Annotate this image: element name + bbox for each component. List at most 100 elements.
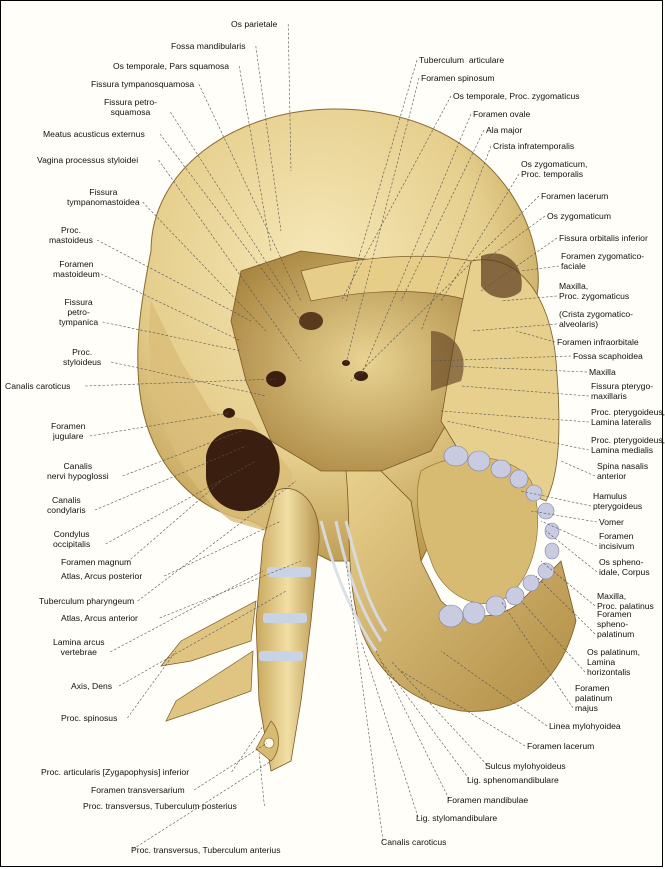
leader-foramen-magnum xyxy=(127,480,222,563)
jugular-opening xyxy=(223,408,235,418)
leader-atlas-arcus-anterior xyxy=(159,560,302,619)
leader-canalis-nervi-hypoglossi xyxy=(122,430,242,477)
leader-condylus-occipitalis xyxy=(105,460,257,545)
leader-spina-nasalis-anterior xyxy=(560,460,596,477)
leader-foramen-spinosum xyxy=(345,77,420,364)
label-condylus-occipitalis: Condylus occipitalis xyxy=(53,529,91,549)
leader-linea-mylohyoidea xyxy=(440,650,548,727)
leader-foramen-jugulare xyxy=(89,412,230,437)
cervical-spine xyxy=(255,488,320,772)
label-foramen-ovale: Foramen ovale xyxy=(473,109,531,119)
leader-crista-infratemporalis xyxy=(420,145,492,332)
label-spina-nasalis-anterior: Spina nasalis anterior xyxy=(597,461,649,481)
label-maxilla-proc-zygomaticus: Maxilla, Proc. zygomaticus xyxy=(559,281,630,301)
leader-foramen-mandibulae xyxy=(375,650,450,800)
leader-fissura-petrosquamosa xyxy=(170,111,292,302)
leader-lines xyxy=(85,23,598,850)
leader-os-parietale xyxy=(287,23,292,172)
label-vagina-processus-styloidei: Vagina processus styloidei xyxy=(37,155,139,165)
label-maxilla: Maxilla xyxy=(589,367,616,377)
leader-foramen-incisivum xyxy=(540,520,598,547)
leader-proc-pterygoideus-lamina-lateralis xyxy=(440,410,590,423)
leader-crista-zygomaticoalveolaris xyxy=(470,323,558,332)
label-fissura-tympanosquamosa: Fissura tympanosquamosa xyxy=(91,79,195,89)
label-meatus-acusticus-externus: Meatus acusticus externus xyxy=(43,129,145,139)
leader-tuberculum-pharyngeum xyxy=(137,480,297,602)
label-ala-major: Ala major xyxy=(486,125,523,135)
leader-fossa-mandibularis xyxy=(255,45,282,232)
leader-foramen-mastoideum xyxy=(100,273,242,342)
label-foramen-palatinum-majus: Foramen palatinum majus xyxy=(575,683,613,713)
label-axis-dens: Axis, Dens xyxy=(71,681,113,691)
label-linea-mylohyoidea: Linea mylohyoidea xyxy=(549,721,621,731)
intervertebral-discs xyxy=(259,567,311,661)
label-maxilla-proc-palatinus: Maxilla, Proc. palatinus xyxy=(597,591,654,611)
label-crista-infratemporalis: Crista infratemporalis xyxy=(493,141,575,151)
leader-foramen-lacerum-bottom xyxy=(400,670,526,747)
label-foramen-magnum: Foramen magnum xyxy=(61,557,132,567)
label-foramen-incisivum: Foramen incisivum xyxy=(599,531,635,551)
label-proc-pterygoideus-lamina-medialis: Proc. pterygoideus, Lamina medialis xyxy=(591,435,665,455)
label-proc-mastoideus: Proc. mastoideus xyxy=(49,225,93,245)
label-canalis-caroticus-left: Canalis caroticus xyxy=(5,381,71,391)
leader-os-zygomaticum xyxy=(480,215,546,264)
label-proc-styloideus: Proc. styloideus xyxy=(63,347,102,367)
upper-teeth xyxy=(443,445,560,580)
label-os-zygomaticum: Os zygomaticum xyxy=(547,211,611,221)
leader-hamulus-pterygoideus xyxy=(520,490,592,507)
label-fissura-pterygomaxillaris: Fissura pterygo- maxillaris xyxy=(591,381,654,401)
lower-teeth xyxy=(438,574,540,628)
label-fossa-scaphoidea: Fossa scaphoidea xyxy=(573,351,643,361)
label-vomer: Vomer xyxy=(599,517,624,527)
leader-canalis-caroticus-left xyxy=(85,378,277,387)
label-crista-zygomaticoalveolaris: (Crista zygomatico- alveolaris) xyxy=(559,309,634,329)
leader-fossa-scaphoidea xyxy=(430,355,572,362)
label-foramen-infraorbitale: Foramen infraorbitale xyxy=(557,337,639,347)
label-foramen-lacerum-bottom: Foramen lacerum xyxy=(527,741,595,751)
leader-proc-styloideus xyxy=(110,361,267,397)
label-proc-pterygoideus-lamina-lateralis: Proc. pterygoideus, Lamina lateralis xyxy=(591,407,665,427)
label-fissura-orbitalis-inferior: Fissura orbitalis inferior xyxy=(559,233,648,243)
label-lamina-arcus-vertebrae: Lamina arcus vertebrae xyxy=(53,637,105,657)
label-os-temporale-pars-squamosa: Os temporale, Pars squamosa xyxy=(113,61,230,71)
leader-lig-sphenomandibulare xyxy=(380,660,470,780)
ligaments xyxy=(319,520,388,652)
leader-os-zygomaticum-proc-temporalis xyxy=(440,173,520,302)
label-sulcus-mylohyoideus: Sulcus mylohyoideus xyxy=(485,761,566,771)
leader-atlas-arcus-posterior xyxy=(164,520,282,577)
orbit xyxy=(481,253,522,298)
leader-fissura-tympanosquamosa xyxy=(198,83,302,302)
label-foramen-jugulare: Foramen jugulare xyxy=(51,421,86,441)
label-fissura-petrotympanica: Fissura petro- tympanica xyxy=(59,297,99,327)
label-os-palatinum-lamina-horizontalis: Os palatinum, Lamina horizontalis xyxy=(587,647,641,677)
label-foramen-zygomaticofaciale: Foramen zygomatico- faciale xyxy=(561,251,645,271)
leader-os-sphenoidale-corpus xyxy=(545,530,598,573)
label-os-sphenoidale-corpus: Os spheno- idale, Corpus xyxy=(599,557,650,577)
leader-fissura-petrotympanica xyxy=(102,321,242,352)
leader-proc-mastoideus xyxy=(96,239,252,322)
label-foramen-spinosum: Foramen spinosum xyxy=(421,73,495,83)
leader-maxilla-proc-palatinus xyxy=(540,560,596,607)
label-fissura-tympanomastoidea: Fissura tympanomastoidea xyxy=(67,187,140,207)
label-foramen-transversarium: Foramen transversarium xyxy=(91,785,185,795)
leader-maxilla-proc-zygomaticus xyxy=(500,295,558,302)
leader-proc-transversus-tub-posterius xyxy=(258,752,265,807)
leader-proc-articularis xyxy=(231,725,264,773)
foramen-magnum-cavity xyxy=(206,429,280,512)
leader-foramen-lacerum-top xyxy=(350,195,540,382)
label-proc-articularis: Proc. articularis [Zygapophysis] inferio… xyxy=(41,767,190,777)
label-foramen-mandibulae: Foramen mandibulae xyxy=(447,795,529,805)
leader-os-palatinum-lamina-horizontalis xyxy=(520,600,586,673)
leader-axis-dens xyxy=(118,590,287,687)
label-os-zygomaticum-proc-temporalis: Os zygomaticum, Proc. temporalis xyxy=(521,159,588,179)
leader-os-temporale-pars-squamosa xyxy=(238,65,272,252)
label-lig-sphenomandibulare: Lig. sphenomandibulare xyxy=(467,775,559,785)
leader-proc-pterygoideus-lamina-medialis xyxy=(445,420,590,451)
leader-meatus-acusticus-externus xyxy=(159,133,302,322)
foramen-transversarium-hole xyxy=(263,737,275,749)
label-atlas-arcus-anterior: Atlas, Arcus anterior xyxy=(61,613,138,623)
label-fissura-petrosquamosa: Fissura petro- squamosa xyxy=(104,97,158,117)
label-tuberculum-pharyngeum: Tuberculum pharyngeum xyxy=(39,596,135,606)
leader-maxilla xyxy=(450,365,588,373)
label-os-temporale-proc-zygomaticus: Os temporale, Proc. zygomaticus xyxy=(453,91,580,101)
